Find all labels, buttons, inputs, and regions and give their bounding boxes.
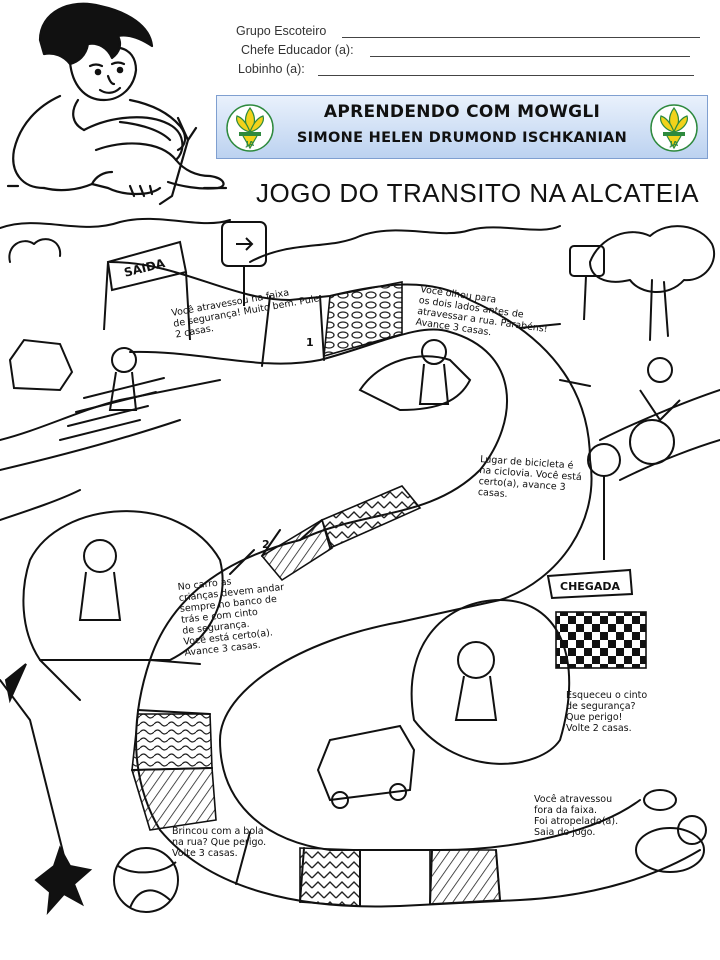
traffic-game-board: SAIDA CHEGADA Você atravessou na faixade… — [0, 217, 720, 915]
field-row-cub: Lobinho (a): — [234, 60, 704, 79]
title-banner: JA APRENDENDO COM MOWGLI SIMONE HELEN DR… — [216, 95, 708, 159]
banner-subtitle: SIMONE HELEN DRUMOND ISCHKANIAN — [296, 130, 628, 146]
cub-field[interactable] — [318, 75, 694, 76]
board-square-line: casas. — [477, 487, 507, 500]
board-square-line: Saia do jogo. — [534, 827, 595, 838]
board-square-line: Que perigo! — [566, 712, 622, 723]
scout-lily-logo-icon: JA — [226, 104, 274, 152]
board-square-line: Você atravessou — [534, 794, 612, 805]
leader-field[interactable] — [370, 56, 690, 57]
field-row-group: Grupo Escoteiro — [234, 22, 704, 41]
logo-mark-right: JA — [669, 140, 679, 148]
mowgli-illustration — [6, 2, 228, 206]
board-square-line: fora da faixa. — [534, 805, 597, 816]
group-field[interactable] — [342, 37, 700, 38]
leader-label: Chefe Educador (a): — [241, 41, 357, 60]
board-square-line: Esqueceu o cinto — [566, 690, 647, 701]
board-square-line: de segurança? — [566, 701, 636, 712]
field-row-leader: Chefe Educador (a): — [234, 41, 704, 60]
board-square-text: Você atravessou na faixade segurança! Mu… — [171, 282, 323, 340]
start-sign-label: SAIDA — [123, 256, 167, 280]
board-square-number: 1 — [306, 336, 314, 349]
logo-mark-left: JA — [245, 140, 255, 148]
board-square-line: Volte 3 casas. — [172, 848, 238, 859]
header-form: Grupo Escoteiro Chefe Educador (a): Lobi… — [234, 22, 704, 79]
finish-sign-label: CHEGADA — [560, 580, 620, 593]
banner-title: APRENDENDO COM MOWGLI — [323, 102, 601, 122]
cub-label: Lobinho (a): — [238, 60, 308, 79]
board-square-number: 2 — [262, 538, 270, 551]
board-square-line: Brincou com a bola — [172, 826, 264, 837]
board-square-line: Foi atropelado(a). — [534, 816, 618, 827]
scout-lily-logo-icon: JA — [650, 104, 698, 152]
board-square-line: na rua? Que perigo. — [172, 837, 266, 848]
board-square-text: Lugar de bicicleta éna ciclovia. Você es… — [477, 454, 582, 505]
group-label: Grupo Escoteiro — [236, 22, 330, 41]
game-title: JOGO DO TRANSITO NA ALCATEIA — [256, 178, 700, 208]
board-square-line: Volte 2 casas. — [566, 723, 632, 734]
board-square-text: No carro ascrianças devem andarsempre no… — [177, 571, 290, 659]
